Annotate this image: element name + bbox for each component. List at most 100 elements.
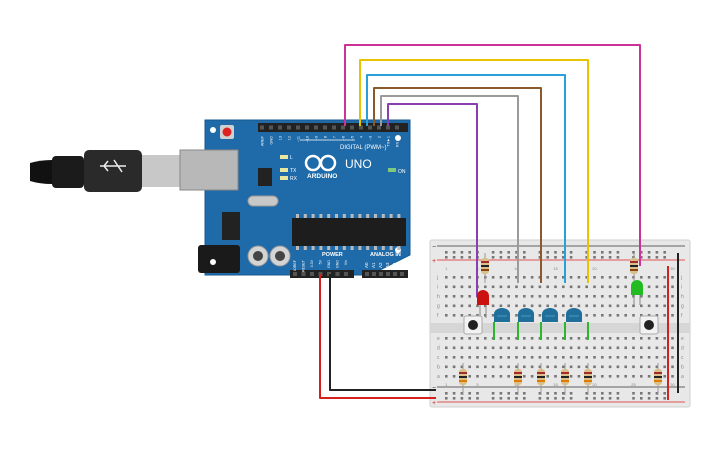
digital-pin-label: ~11: [297, 136, 301, 142]
digital-pin-label: GND: [270, 136, 274, 145]
green-led: [631, 280, 643, 305]
blue-led: [542, 308, 558, 322]
digital-pin-label: ~5: [351, 136, 355, 140]
usb-chip: [258, 168, 272, 186]
analog-pin-label: A5: [399, 262, 404, 268]
digital-pin-label: AREF: [261, 135, 265, 146]
column-number: 1: [445, 382, 448, 387]
wire-purple: [387, 103, 478, 297]
digital-pin-hole: [287, 125, 291, 130]
analog-pin-label: A1: [371, 262, 376, 268]
digital-pin-hole: [341, 125, 345, 130]
analog-header: [362, 270, 408, 278]
wire-brown: [373, 87, 542, 283]
digital-header-label: DIGITAL (PWM~): [340, 145, 387, 151]
power-pin-label: RESET: [302, 259, 306, 272]
column-number: 30: [670, 382, 675, 387]
digital-pin-hole: [332, 125, 336, 130]
digital-pin-hole: [359, 125, 363, 130]
red-led: [477, 290, 489, 318]
column-number: 15: [553, 266, 558, 271]
column-number: 20: [592, 382, 597, 387]
on-label: ON: [398, 169, 406, 175]
wire-black-gnd: [329, 274, 436, 391]
rail-minus-bottom: −: [432, 385, 436, 392]
power-pin-label: IOREF: [293, 259, 297, 271]
column-number: 25: [631, 382, 636, 387]
analog-pin-label: A2: [378, 262, 383, 268]
row-letter: e: [681, 336, 684, 342]
crystal: [247, 195, 279, 207]
power-pin-label: GND: [327, 260, 331, 268]
usb-port: [179, 149, 239, 191]
digital-pin-label: ~9: [315, 136, 319, 140]
wires: [319, 44, 679, 400]
l-label: L: [290, 155, 293, 161]
resistor: [654, 363, 662, 395]
row-letter: e: [437, 336, 440, 342]
wire-gray: [380, 95, 519, 283]
row-letter: f: [437, 313, 439, 319]
digital-pin-label: TX►1: [387, 136, 391, 147]
digital-pin-hole: [386, 125, 390, 130]
row-letter: a: [437, 374, 440, 380]
rail-plus-top: +: [432, 258, 436, 265]
digital-pin-label: 12: [288, 136, 292, 140]
wire-red-5v: [319, 274, 436, 399]
blue-led: [494, 308, 510, 322]
row-letter: d: [681, 346, 684, 352]
row-letter: c: [681, 355, 684, 361]
wire-cyan: [366, 74, 566, 283]
power-pin-label: 5V: [319, 259, 323, 264]
regulator: [222, 212, 240, 240]
digital-pin-hole: [377, 125, 381, 130]
digital-pin-label: ~10: [306, 136, 310, 142]
analog-pin-label: A4: [392, 262, 397, 268]
digital-pin-hole: [296, 125, 300, 130]
pushbutton-left: [463, 315, 483, 335]
row-letter: b: [437, 365, 440, 371]
digital-pin-label: 2: [378, 136, 382, 138]
row-letter: c: [437, 355, 440, 361]
power-pin-label: 3.3V: [310, 259, 314, 267]
digital-pin-hole: [260, 125, 264, 130]
power-pin-label: GND: [336, 260, 340, 268]
arduino-logo: ARDUINO UNO: [304, 154, 372, 180]
digital-pin-hole: [269, 125, 273, 130]
wire-yellow: [359, 59, 589, 283]
digital-pin-label: ~3: [369, 136, 373, 140]
row-letter: j: [436, 275, 438, 281]
analog-pin-label: A3: [385, 262, 390, 268]
power-pin-label: Vin: [344, 260, 348, 265]
blue-led: [518, 308, 534, 322]
digital-pin-label: 4: [360, 136, 364, 138]
digital-pin-label: 13: [279, 136, 283, 140]
digital-pin-label: RX◄0: [396, 136, 400, 147]
wire-magenta: [344, 44, 641, 266]
resistor: [459, 363, 467, 395]
row-letter: g: [681, 304, 684, 310]
digital-pin-label: ~6: [342, 136, 346, 140]
resistor: [514, 363, 522, 395]
column-number: 10: [514, 266, 519, 271]
row-letter: h: [437, 294, 440, 300]
row-letter: b: [681, 365, 684, 371]
model-label: UNO: [345, 157, 372, 171]
analog-pin-label: A0: [364, 262, 369, 268]
digital-pin-hole: [278, 125, 282, 130]
row-letter: i: [437, 285, 438, 291]
column-number: 30: [670, 266, 675, 271]
digital-pin-label: 8: [324, 136, 328, 138]
logo-text: ARDUINO: [307, 173, 337, 180]
power-jack: [198, 245, 240, 273]
resistor: [584, 363, 592, 395]
blue-led: [566, 308, 582, 322]
row-letter: f: [681, 313, 683, 319]
digital-pin-hole: [305, 125, 309, 130]
atmega-chip: [292, 218, 406, 246]
digital-pin-hole: [314, 125, 318, 130]
green-jumpers: [493, 322, 589, 340]
